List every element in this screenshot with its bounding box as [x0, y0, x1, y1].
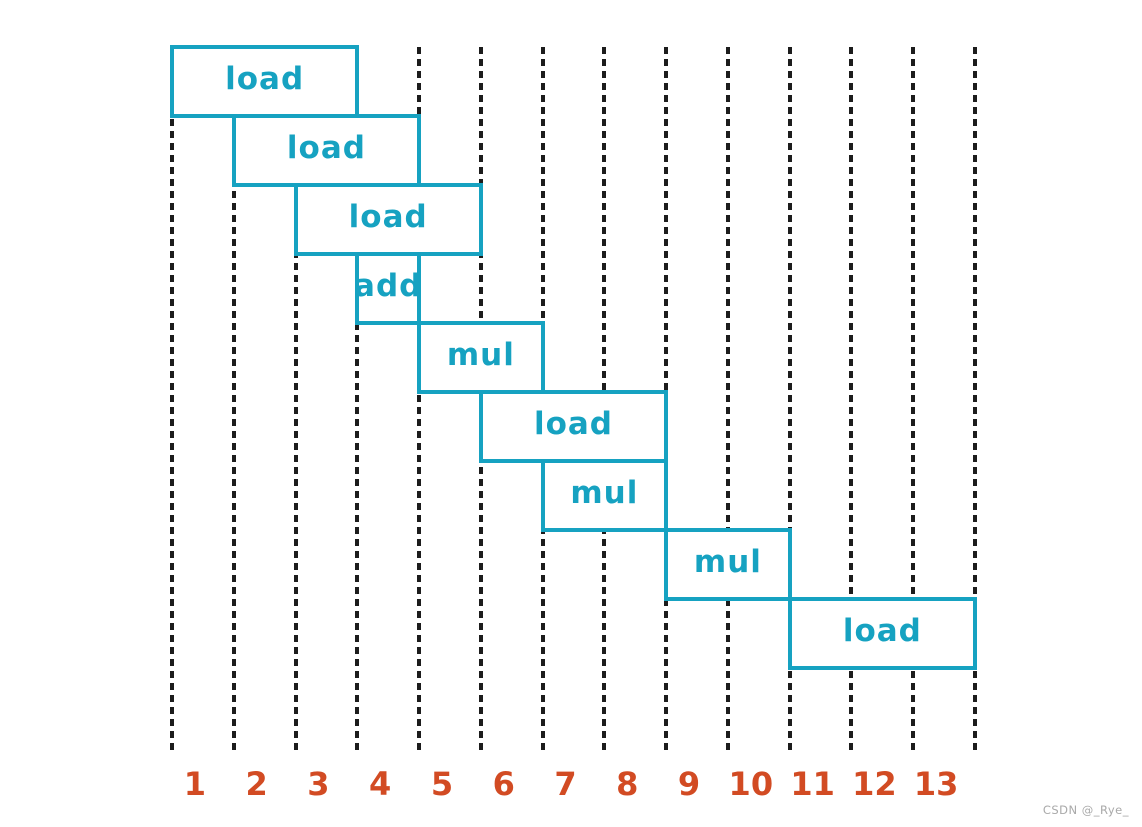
instruction-label: load — [348, 199, 428, 235]
cycle-grid-line — [170, 47, 174, 753]
cycle-grid-line — [787, 47, 792, 753]
instruction-box-add: add — [354, 252, 423, 325]
instruction-label: load — [842, 613, 922, 649]
instruction-box-load: load — [231, 114, 422, 187]
cycle-grid-line — [911, 47, 916, 753]
cycle-label: 1 — [183, 765, 206, 803]
cycle-label: 7 — [554, 765, 577, 803]
cycle-grid-line — [973, 47, 977, 753]
instruction-box-mul: mul — [417, 321, 545, 394]
cycle-label: 13 — [913, 765, 959, 803]
cycle-label: 4 — [369, 765, 392, 803]
instruction-label: load — [225, 61, 305, 97]
instruction-label: mul — [693, 544, 762, 580]
cycle-label: 3 — [307, 765, 330, 803]
cycle-grid-line — [231, 47, 236, 753]
cycle-grid-line — [417, 47, 422, 753]
cycle-label: 5 — [430, 765, 454, 803]
cycle-label: 12 — [852, 765, 897, 803]
instruction-box-load: load — [293, 183, 483, 256]
instruction-label: load — [286, 130, 366, 166]
cycle-label: 2 — [245, 765, 268, 803]
cycle-label: 9 — [677, 765, 701, 803]
instruction-box-load: load — [478, 390, 669, 463]
cycle-grid-line — [849, 47, 854, 753]
instruction-box-mul: mul — [664, 528, 792, 601]
cycle-label: 8 — [616, 765, 639, 803]
cycle-label: 11 — [790, 765, 835, 803]
cycle-label: 6 — [492, 765, 515, 803]
instruction-label: add — [354, 268, 423, 304]
instruction-label: mul — [446, 337, 515, 373]
watermark: CSDN @_Rye_ — [1042, 803, 1129, 817]
instruction-box-mul: mul — [540, 459, 669, 532]
cycle-grid-line — [293, 47, 298, 753]
instruction-box-load: load — [170, 45, 360, 118]
cycle-grid-line — [355, 47, 360, 753]
cycle-label: 10 — [728, 765, 774, 803]
instruction-label: load — [533, 406, 614, 442]
instruction-box-load: load — [787, 597, 977, 670]
cycle-grid-line — [725, 47, 730, 753]
instruction-label: mul — [570, 475, 639, 511]
